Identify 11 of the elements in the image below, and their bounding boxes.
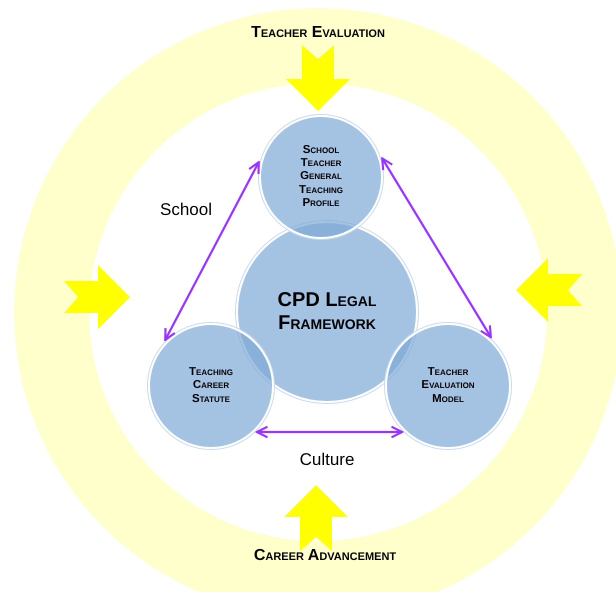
node-label: Teacher Evaluation Model (420, 366, 476, 406)
node-label: CPD Legal Framework (276, 289, 378, 335)
double-arrow (381, 157, 492, 338)
node-label: Teaching Career Statute (188, 366, 234, 406)
free-label: Culture (300, 450, 354, 470)
double-arrow (164, 161, 260, 341)
ring-label: Teacher Evaluation (251, 24, 385, 42)
ring-label: Career Advancement (254, 547, 396, 565)
free-label: School (160, 200, 212, 220)
node-label: School Teacher General Teaching Profile (298, 144, 344, 210)
double-arrow (256, 426, 404, 438)
